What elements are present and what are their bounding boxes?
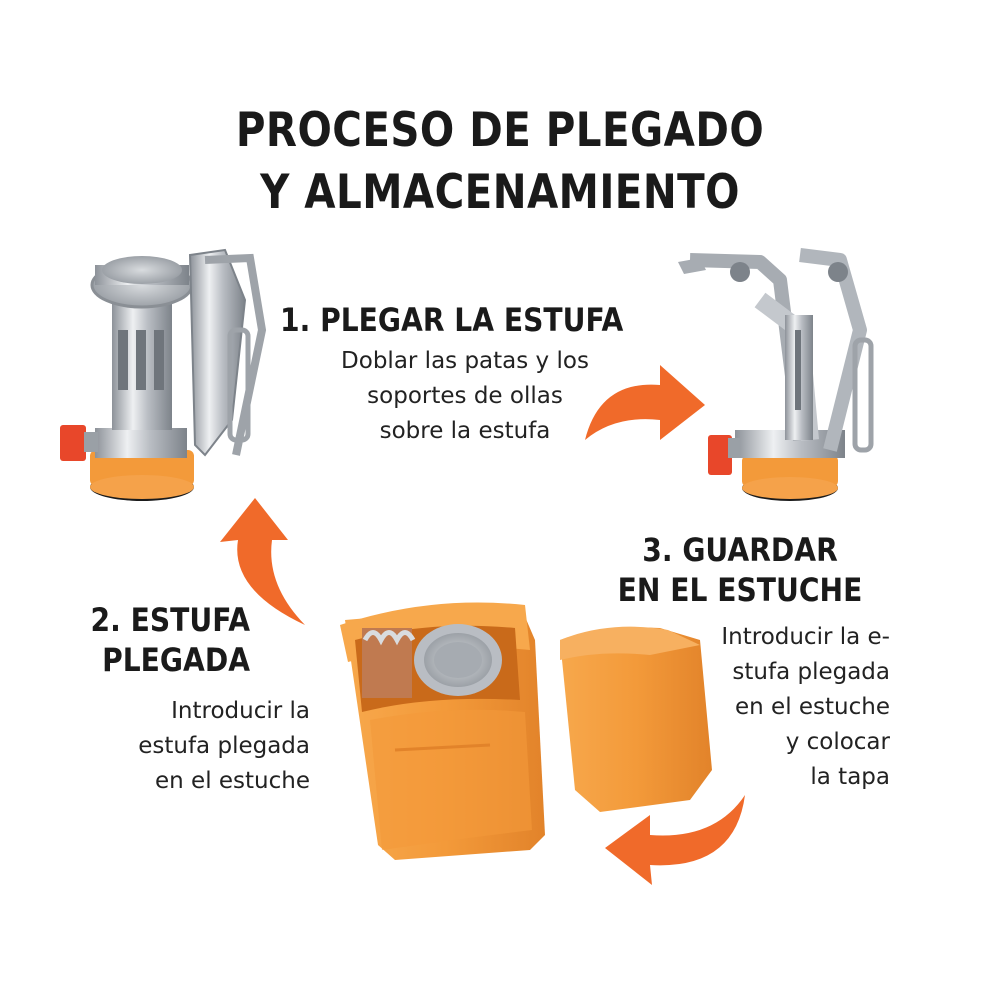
step-3-heading-line: 3. GUARDAR (642, 531, 838, 569)
arrow-curved-icon (220, 365, 745, 885)
title-line-2: Y ALMACENAMIENTO (260, 165, 740, 220)
page-title: PROCESO DE PLEGADO Y ALMACENAMIENTO (70, 100, 930, 224)
step-2-heading-line: 2. ESTUFA (90, 601, 250, 639)
camping-stove-open (678, 248, 874, 501)
step-2-heading-line: PLEGADA (102, 641, 250, 679)
step-3-text-line: y colocar (785, 729, 890, 755)
step-3-text-line: Introducir la e- (721, 624, 890, 650)
camping-stove-folded (60, 248, 267, 501)
step-2-text-line: Introducir la (171, 698, 310, 724)
step-3-text-line: stufa plegada (732, 659, 890, 685)
step-1-description: Doblar las patas y los soportes de ollas… (300, 344, 630, 449)
step-1-heading: 1. PLEGAR LA ESTUFA (280, 300, 623, 340)
step-2-text-line: en el estuche (155, 768, 310, 794)
step-3-heading-line: EN EL ESTUCHE (617, 571, 863, 609)
orange-case-with-stove (340, 602, 545, 860)
step-1-text-line: Doblar las patas y los (341, 348, 589, 374)
orange-case-lid (560, 626, 712, 812)
title-line-1: PROCESO DE PLEGADO (235, 103, 765, 158)
step-1-heading-line: 1. PLEGAR LA ESTUFA (280, 301, 624, 339)
step-2-text-line: estufa plegada (138, 733, 310, 759)
step-3-text-line: en el estuche (735, 694, 890, 720)
step-1-text-line: soportes de ollas (367, 383, 563, 409)
step-2-heading: 2. ESTUFA PLEGADA (56, 600, 250, 680)
step-1-text-line: sobre la estufa (379, 418, 551, 444)
step-2-description: Introducir la estufa plegada en el estuc… (60, 694, 310, 799)
step-3-text-line: la tapa (810, 764, 890, 790)
step-3-description: Introducir la e- stufa plegada en el est… (640, 620, 890, 795)
step-3-heading: 3. GUARDAR EN EL ESTUCHE (608, 530, 872, 610)
